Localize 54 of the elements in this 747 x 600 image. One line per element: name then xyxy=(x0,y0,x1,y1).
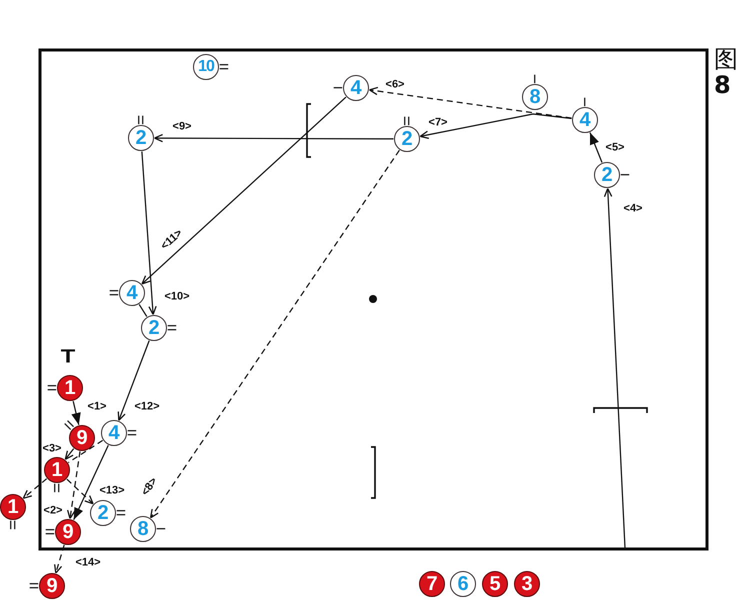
player-token: 5 xyxy=(482,571,508,597)
edge-label: <13> xyxy=(99,486,125,496)
connector-line xyxy=(138,304,148,317)
player-token: 4 xyxy=(343,75,369,101)
edge-label: <7> xyxy=(428,118,448,128)
player-token: 6 xyxy=(450,571,476,597)
player-token: 2 xyxy=(141,315,167,341)
edge-label: <9> xyxy=(172,122,192,132)
arrow xyxy=(64,448,74,460)
player-token: 2 xyxy=(594,162,620,188)
edge-label: <10> xyxy=(164,292,190,302)
player-token: 9 xyxy=(55,519,81,545)
arrow xyxy=(66,478,94,504)
arrow xyxy=(22,478,48,499)
player-token: 4 xyxy=(119,280,145,306)
arrow xyxy=(154,134,394,142)
arrow xyxy=(150,150,400,518)
edge-label: <4> xyxy=(624,204,642,214)
player-token: 2 xyxy=(394,126,420,152)
edge-label: <12> xyxy=(134,402,160,412)
player-token: 9 xyxy=(39,573,65,599)
arrow xyxy=(54,544,65,574)
arrow xyxy=(420,113,572,139)
edge-label: <3> xyxy=(42,444,62,454)
player-token: 9 xyxy=(69,425,95,451)
arrow xyxy=(604,188,626,548)
edge-label: <14> xyxy=(75,558,101,568)
figure-title: 图8 xyxy=(714,46,738,99)
letter-label: T xyxy=(60,348,76,366)
player-token: 2 xyxy=(90,500,116,526)
arrow xyxy=(73,444,109,520)
player-token: 4 xyxy=(572,107,598,133)
player-token: 8 xyxy=(130,516,156,542)
player-token: 4 xyxy=(101,420,127,446)
player-token: 1 xyxy=(0,494,26,520)
arrow xyxy=(67,451,81,520)
player-token: 8 xyxy=(522,84,548,110)
edge-label: <5> xyxy=(606,142,624,154)
edge-label: <6> xyxy=(386,80,404,90)
player-token: 10 xyxy=(193,54,219,80)
arrow xyxy=(141,96,346,285)
player-token: 1 xyxy=(57,375,83,401)
player-token: 1 xyxy=(44,457,70,483)
arrow xyxy=(118,340,150,422)
arrow xyxy=(71,400,81,426)
connector-line xyxy=(68,440,104,464)
arrow xyxy=(589,132,603,163)
player-token: 3 xyxy=(514,571,540,597)
edge-label: <1> xyxy=(88,402,106,412)
arrow xyxy=(141,151,157,316)
player-token: 2 xyxy=(128,125,154,151)
arrow xyxy=(368,86,572,119)
player-token: 7 xyxy=(419,571,445,597)
edge-label: <2> xyxy=(44,506,62,516)
